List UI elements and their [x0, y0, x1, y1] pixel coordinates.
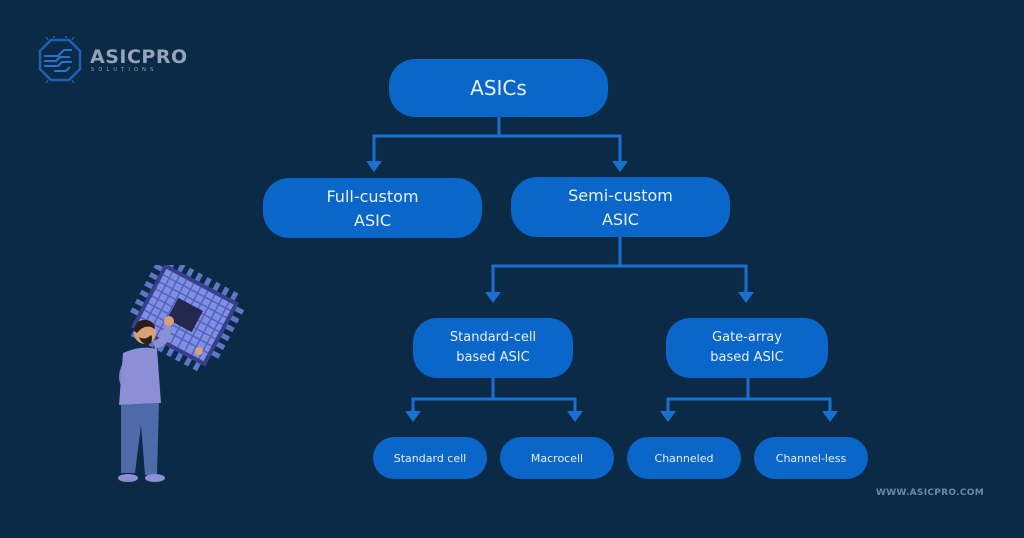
node-label-line2: ASIC — [601, 210, 639, 229]
node-standard-cell-based-asic: Standard-cell based ASIC — [413, 318, 573, 378]
node-label: ASICs — [470, 76, 527, 100]
node-label: Channeled — [654, 451, 714, 465]
connector-semi-branch — [491, 264, 748, 294]
node-standard-cell: Standard cell — [373, 437, 487, 479]
arrow-standard-cell — [405, 411, 421, 422]
node-label-line2: based ASIC — [710, 350, 784, 365]
person-carrying-chip-icon — [118, 265, 245, 482]
website-url: WWW.ASICPRO.COM — [876, 488, 984, 498]
node-asics: ASICs — [389, 59, 608, 117]
arrow-macrocell — [567, 411, 583, 422]
node-label-line2: based ASIC — [456, 350, 530, 365]
node-full-custom-asic: Full-custom ASIC — [263, 178, 482, 238]
node-label: Channel-less — [775, 451, 847, 465]
brand-name: ASICPRO — [90, 45, 188, 68]
node-channel-less: Channel-less — [754, 437, 868, 479]
node-label: Macrocell — [530, 451, 584, 465]
brand-logo: ASICPRO SOLUTIONS — [36, 34, 188, 86]
circuit-chip-logo-icon — [38, 36, 82, 84]
connector-root-branch — [372, 134, 622, 163]
arrow-semi-custom — [612, 161, 628, 172]
node-label-line1: Gate-array — [712, 330, 782, 345]
node-label-line1: Full-custom — [326, 187, 419, 206]
node-gate-array-based-asic: Gate-array based ASIC — [666, 318, 828, 378]
arrow-full-custom — [366, 161, 382, 172]
connector-std-branch — [411, 397, 577, 413]
arrow-gate-array-based — [738, 292, 754, 303]
node-label-line1: Semi-custom — [568, 186, 673, 205]
arrow-channel-less — [822, 411, 838, 422]
brand-tagline: SOLUTIONS — [91, 66, 158, 73]
node-label-line2: ASIC — [354, 211, 391, 230]
node-label: Standard cell — [393, 451, 467, 465]
arrow-standard-cell-based — [485, 292, 501, 303]
connector-gate-branch — [666, 397, 832, 413]
node-semi-custom-asic: Semi-custom ASIC — [511, 177, 730, 237]
node-label-line1: Standard-cell — [449, 330, 537, 345]
node-channeled: Channeled — [627, 437, 741, 479]
arrow-channeled — [660, 411, 676, 422]
node-macrocell: Macrocell — [500, 437, 614, 479]
